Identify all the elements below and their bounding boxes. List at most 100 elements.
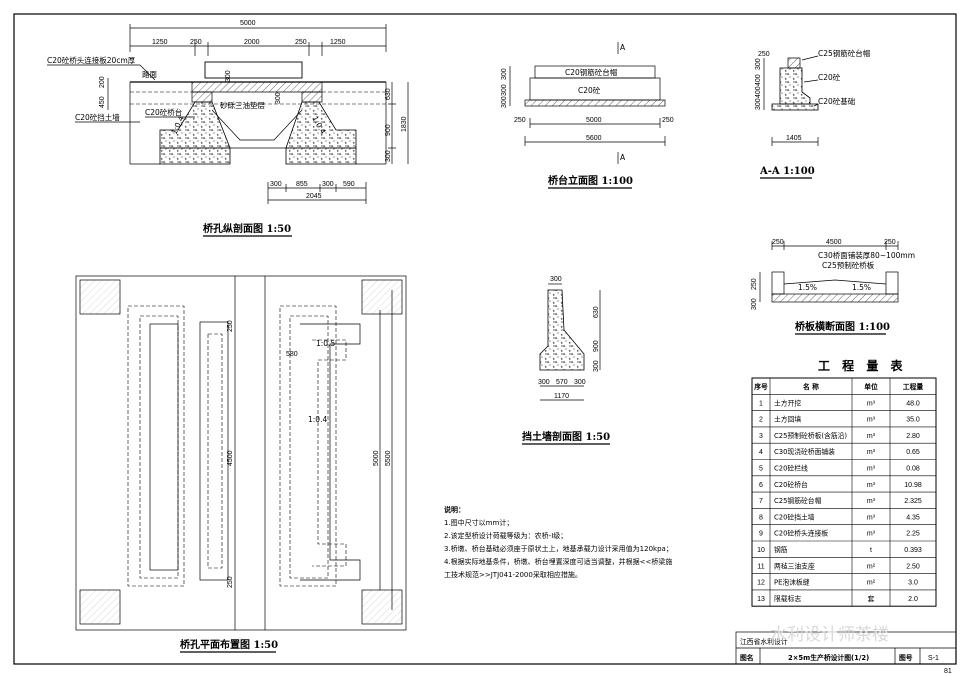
table-cell: 5	[759, 466, 763, 473]
slab-paving-label: C30桥面铺装厚80~100mm	[818, 250, 915, 260]
rw-dim-570: 570	[556, 379, 568, 386]
retaining-section: 300 630 900 300 300 570 300 1170 挡土墙剖面图 …	[522, 276, 610, 445]
aa-dim-300b: 300	[755, 98, 762, 110]
table-cell: 35.0	[906, 417, 920, 424]
plan-slope-04: 1:0.4	[308, 415, 327, 424]
section-aa: C25钢筋砼台帽 C20砼 C20砼基础 250 300 400 400 300…	[755, 48, 870, 179]
plan-dim-580: 580	[286, 351, 298, 358]
table-cell: 两毡三油支座	[774, 561, 815, 570]
table-cell: 3	[759, 433, 763, 440]
dim-total-width: 5000	[240, 20, 256, 27]
table-cell: 3.0	[908, 580, 918, 587]
table-cell: 6	[759, 482, 763, 489]
aa-dim-1405: 1405	[786, 135, 802, 142]
slab-dim-left-250: 250	[751, 278, 758, 290]
title-block: 江西省水利设计 图名 2×5m生产桥设计图(1/2) 图号 S-1	[735, 631, 957, 665]
slab-dim-250b: 250	[884, 239, 896, 246]
table-cell: m³	[867, 498, 876, 505]
table-header: 名 称	[803, 382, 819, 391]
dim-bottom-590: 590	[343, 181, 355, 188]
table-cell: 12	[757, 580, 765, 587]
table-cell: 2.80	[906, 433, 920, 440]
table-cell: m²	[867, 563, 876, 570]
aa-dim-250: 250	[758, 51, 770, 58]
table-cell: 土方开挖	[774, 398, 801, 407]
label-approach-slab: C20砼桥头连接板20cm厚	[47, 55, 136, 65]
dim-left-450: 450	[99, 96, 106, 108]
elev-mark-top: A	[620, 43, 626, 52]
table-cell: m³	[867, 400, 876, 407]
title-block-no-label: 图号	[899, 653, 913, 662]
table-cell: 0.08	[906, 466, 920, 473]
slab-slope-right: 1.5%	[852, 283, 871, 292]
elev-dim-2: 300	[501, 84, 508, 96]
note-line-5: 工技术规范>>JTJ041-2000采取相应措施。	[444, 570, 582, 579]
sheet-frame	[13, 13, 957, 665]
rw-dim-900: 900	[593, 340, 600, 352]
elev-dim-5000: 5000	[586, 117, 602, 124]
plan-dim-5000: 5000	[373, 450, 380, 466]
dim-right-1830: 1830	[401, 116, 408, 132]
slab-title: 桥板横断面图 1:100	[795, 320, 890, 333]
elev-dim-250b: 250	[662, 117, 674, 124]
table-cell: 11	[757, 563, 764, 570]
note-line-2: 2.该定型桥设计荷载等级为：农桥-Ⅰ级；	[444, 531, 567, 540]
dim-right-300: 300	[385, 150, 392, 162]
slab-section: 250 4500 250 C30桥面铺装厚80~100mm C25预制砼桥板 1…	[751, 239, 915, 335]
note-line-1: 1.图中尺寸以mm计；	[444, 518, 513, 527]
rw-dim-1170: 1170	[554, 393, 569, 400]
table-cell: PE泡沫板缝	[774, 578, 810, 587]
table-cell: m³	[867, 531, 876, 538]
rw-dim-300b: 300	[574, 379, 586, 386]
rw-dim-630: 630	[593, 306, 600, 318]
table-cell: 2.0	[908, 596, 918, 603]
table-cell: 限载标志	[774, 594, 801, 603]
elev-cap-label: C20钢筋砼台帽	[565, 67, 617, 77]
aa-dim-400a: 400	[755, 74, 762, 86]
table-cell: 9	[759, 531, 763, 538]
table-cell: 套	[868, 594, 875, 603]
elev-dim-1: 300	[501, 68, 508, 80]
label-road-surface: 路面	[142, 69, 157, 79]
elev-dim-250a: 250	[514, 117, 526, 124]
dim-1250-right: 1250	[330, 39, 346, 46]
quantity-table-title: 工 程 量 表	[818, 358, 907, 373]
title-block-drawing-no: S-1	[928, 655, 939, 662]
plan-dim-5500: 5500	[385, 450, 392, 466]
table-cell: t	[870, 547, 872, 554]
dim-2000: 2000	[244, 39, 260, 46]
table-cell: 1	[759, 400, 763, 407]
table-cell: 10.98	[904, 482, 922, 489]
table-cell: 13	[757, 596, 765, 603]
slab-slab-label: C25预制砼桥板	[822, 260, 875, 270]
note-line-3: 3.桥墩、桥台基础必须座于原状土上，地基承载力设计采用值为120kpa；	[444, 544, 673, 553]
table-cell: 2.50	[906, 563, 920, 570]
note-line-4: 4.根据实际地基条件，桥墩、桥台埋置深度可适当调整，并根据<<桥梁施	[444, 557, 672, 566]
table-cell: m³	[867, 514, 876, 521]
title-block-name-label: 图名	[740, 653, 754, 662]
dim-right-630: 630	[385, 88, 392, 100]
title-block-drawing-name: 2×5m生产桥设计图(1/2)	[788, 653, 869, 662]
table-cell: 4	[759, 449, 763, 456]
slab-dim-left-300: 300	[751, 298, 758, 310]
elev-mark-bottom: A	[620, 153, 626, 162]
aa-body-label: C20砼	[818, 72, 841, 82]
rw-dim-300-top: 300	[550, 276, 562, 283]
dim-250-left: 250	[190, 39, 202, 46]
slab-slope-left: 1.5%	[798, 283, 817, 292]
dim-bottom-300a: 300	[270, 181, 282, 188]
table-cell: m³	[867, 482, 876, 489]
table-cell: 土方回填	[774, 415, 801, 424]
dim-bottom-2045: 2045	[306, 193, 322, 200]
plan-dim-4500: 4500	[227, 450, 234, 466]
table-cell: m³	[867, 417, 876, 424]
dim-250-right: 250	[295, 39, 307, 46]
table-cell: C20砼桥台	[774, 480, 808, 489]
label-triangle: 砂砾三油垫层	[220, 100, 265, 110]
slab-dim-250a: 250	[772, 239, 784, 246]
table-header: 单位	[864, 382, 878, 391]
abutment-elevation: A A C20钢筋砼台帽 C20砼 300 300 300 5000 5600 …	[501, 42, 674, 189]
table-cell: m³	[867, 433, 876, 440]
